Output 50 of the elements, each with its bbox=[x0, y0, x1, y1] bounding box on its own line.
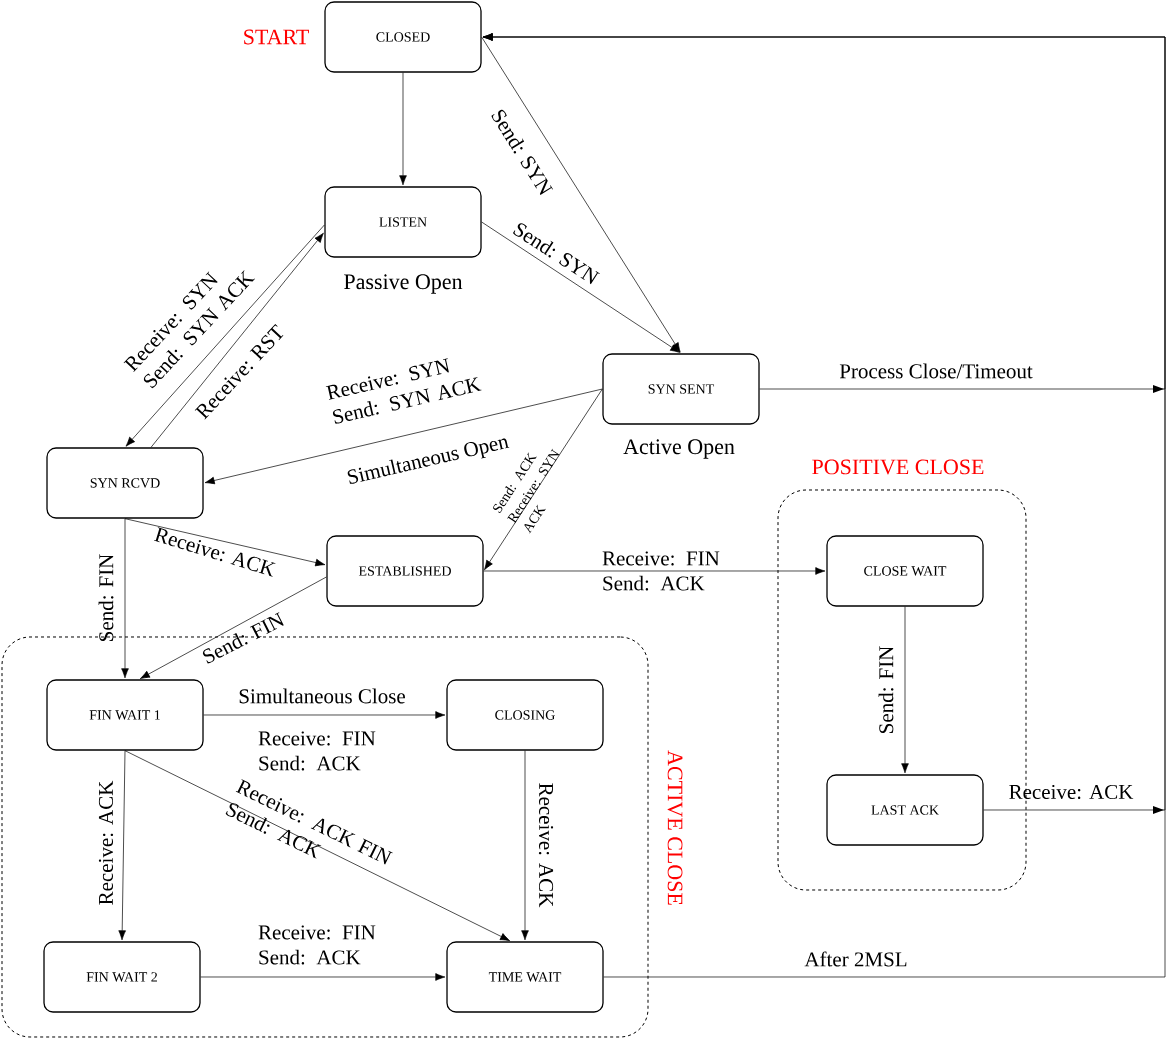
edge-label: Send: FIN bbox=[202, 612, 284, 664]
arrow bbox=[483, 567, 826, 575]
edge-label: Receive: ACK bbox=[154, 527, 276, 577]
edge-label: Send: FIN bbox=[98, 554, 114, 641]
arrow bbox=[121, 518, 129, 679]
edge-label: Receive: ACK bbox=[538, 783, 554, 908]
edge-label: Receive: FIN Send: ACK bbox=[258, 731, 376, 771]
arrow bbox=[124, 750, 511, 942]
arrow bbox=[481, 221, 681, 353]
state-box: CLOSED bbox=[324, 1, 482, 73]
arrow bbox=[901, 606, 909, 774]
state-box: TIME WAIT bbox=[446, 941, 604, 1013]
arrow bbox=[118, 750, 126, 941]
arrow bbox=[150, 232, 324, 448]
state-caption: Active Open bbox=[623, 439, 735, 459]
edge-label: Process Close/Timeout bbox=[839, 363, 1033, 379]
edge-label: After 2MSL bbox=[804, 951, 907, 967]
arrow bbox=[482, 33, 1166, 978]
arrow bbox=[124, 518, 326, 567]
edge-label: Receive: FIN Send: ACK bbox=[258, 925, 376, 965]
transition-note: Simultaneous Open bbox=[347, 438, 510, 484]
arrow bbox=[484, 388, 603, 571]
arrow bbox=[125, 224, 325, 447]
arrow bbox=[481, 36, 681, 353]
group-title: POSITIVE CLOSE bbox=[812, 459, 984, 475]
state-box: FIN WAIT 2 bbox=[43, 941, 201, 1013]
state-caption: START bbox=[244, 29, 309, 45]
state-box: SYN SENT bbox=[602, 353, 760, 425]
state-box: FIN WAIT 1 bbox=[46, 679, 204, 751]
arrow bbox=[521, 750, 529, 941]
arrow bbox=[200, 973, 446, 981]
edge-label: Send: SYN bbox=[513, 223, 600, 285]
edge-label: Receive: ACK bbox=[98, 780, 114, 905]
group-title: ACTIVE CLOSE bbox=[667, 750, 683, 905]
state-box: LAST ACK bbox=[826, 774, 984, 846]
arrow bbox=[203, 711, 446, 719]
state-caption: Passive Open bbox=[344, 274, 463, 294]
transition-note: Simultaneous Close bbox=[239, 688, 405, 704]
arrow bbox=[399, 72, 407, 186]
edge-label: Receive: FIN Send: ACK bbox=[602, 551, 720, 591]
state-box: SYN RCVD bbox=[46, 447, 204, 519]
arrow bbox=[139, 576, 327, 679]
edge-label: Send: FIN bbox=[878, 646, 894, 733]
state-box: CLOSING bbox=[446, 679, 604, 751]
edge-label: Receive: ACK bbox=[1009, 784, 1134, 800]
arrow bbox=[204, 388, 603, 485]
edge-label: Receive: SYN Send: SYN ACK bbox=[325, 358, 482, 424]
state-box: ESTABLISHED bbox=[326, 535, 484, 607]
state-box: CLOSE WAIT bbox=[826, 535, 984, 607]
state-box: LISTEN bbox=[324, 186, 482, 258]
